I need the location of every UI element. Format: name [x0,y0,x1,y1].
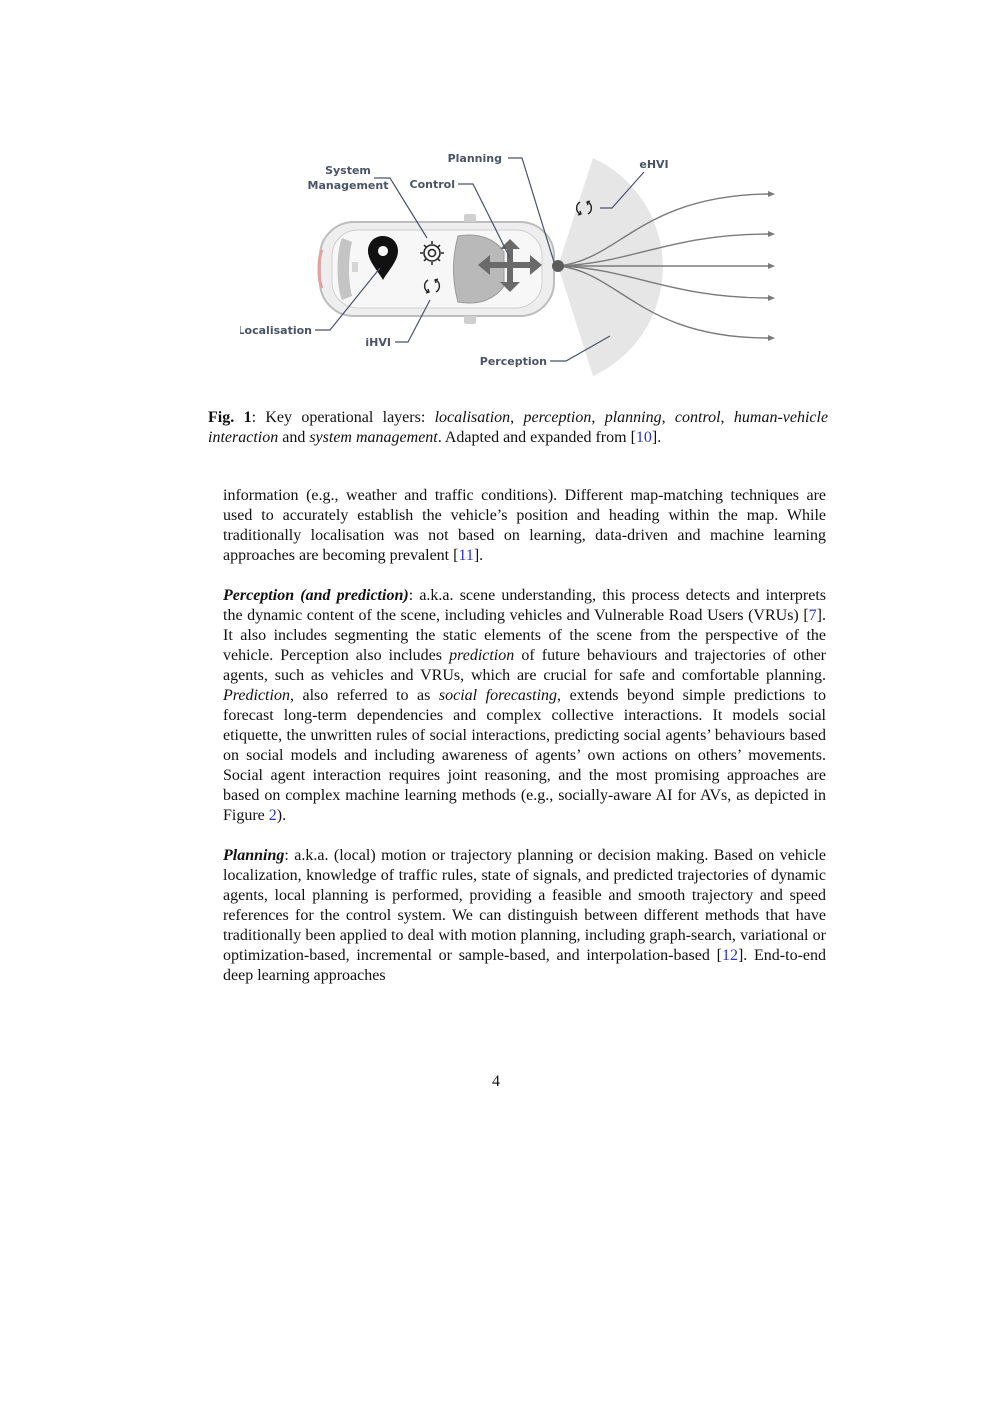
label-planning: Planning [448,152,502,165]
body-text: information (e.g., weather and traffic c… [223,486,826,1006]
label-ehvi: eHVI [639,158,668,171]
figure-reference-link[interactable]: 2 [268,807,277,824]
paragraph-perception: Perception (and prediction): a.k.a. scen… [223,587,827,824]
paragraph-heading: Perception (and prediction) [223,587,409,604]
label-ihvi: iHVI [365,336,391,349]
trajectory-arrowheads [768,191,775,341]
citation-link[interactable]: 7 [808,607,817,624]
citation-link[interactable]: 11 [458,547,474,564]
paragraph-localisation: information (e.g., weather and traffic c… [223,487,826,564]
cycle-icon [423,278,441,294]
car-top-view [317,214,555,324]
leader-lines [315,157,645,362]
gear-icon [420,241,444,265]
paragraph-planning: Planning: a.k.a. (local) motion or traje… [223,847,826,984]
citation-link[interactable]: 10 [635,429,652,446]
label-control: Control [410,178,455,191]
label-localisation: Localisation [240,324,312,337]
citation-link[interactable]: 12 [721,947,738,964]
paragraph-heading: Planning [223,847,285,864]
map-pin-icon [368,236,398,280]
figure-caption: Fig. 1: Key operational layers: localisa… [208,409,829,446]
page-number: 4 [492,1073,500,1090]
label-perception: Perception [480,355,547,368]
operational-layers-diagram: System Management Planning Control eHVI … [240,152,775,376]
ehvi-cycle-icon [575,200,593,216]
label-system-management-1: System [325,164,371,177]
trajectories [557,193,769,339]
label-system-management-2: Management [308,179,389,192]
caption-label: Fig. 1 [208,409,252,426]
move-arrows-icon [478,239,542,292]
perception-fov [558,158,663,376]
figure-operational-layers: System Management Planning Control eHVI … [240,140,800,390]
planning-node [552,260,564,272]
